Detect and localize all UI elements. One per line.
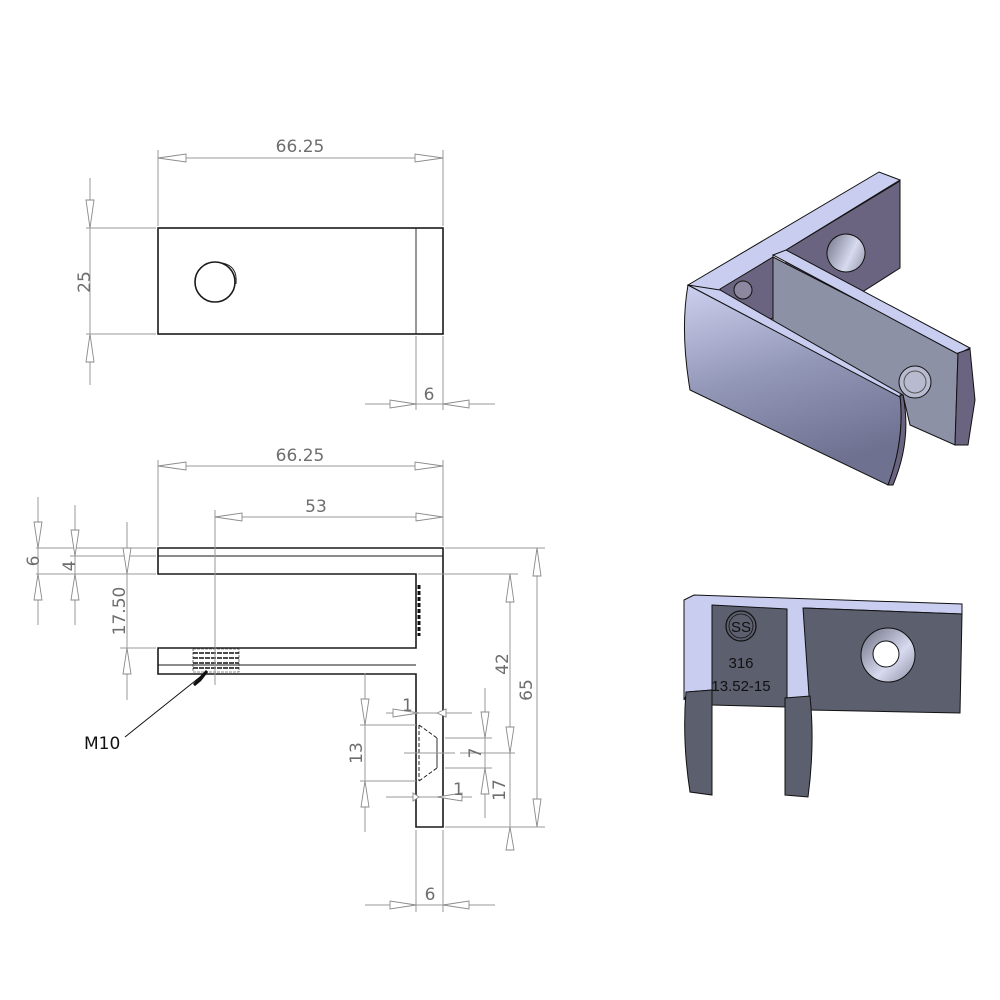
thread-callout: M10 (84, 669, 209, 754)
dim-label: 7 (466, 748, 486, 759)
dim-left-stack: 6 4 17.50 (24, 497, 156, 700)
dim-label: 4 (60, 561, 80, 572)
bottom-render: SS 316 13.52-15 (683, 594, 963, 798)
dim-plate-thickness: 6 (365, 830, 495, 912)
thread-hatch (192, 648, 240, 673)
top-view-outline (157, 227, 444, 335)
dim-label: 17.50 (110, 587, 130, 636)
dim-label: 65 (517, 679, 537, 701)
dim-label: 66.25 (276, 446, 325, 466)
side-view-profile (157, 547, 444, 828)
dim-side-width: 66.25 (157, 446, 444, 546)
dim-label: 1 (453, 780, 464, 800)
iso-countersink-hole (826, 233, 866, 273)
isometric-render (683, 171, 976, 486)
dim-label: 17 (490, 779, 510, 801)
countersink-hole (404, 724, 455, 782)
dim-top-width: 66.25 (157, 137, 444, 226)
hole-thread-mark (221, 262, 237, 285)
material-engraving: 316 (728, 655, 753, 672)
dim-chamfer: 1 1 (386, 696, 472, 802)
ss-logo: SS (731, 619, 751, 636)
dim-label: 6 (24, 556, 44, 567)
dim-label: 42 (493, 653, 513, 675)
dim-top-lip: 6 (365, 336, 495, 410)
engraving: SS 316 13.52-15 (711, 610, 771, 695)
dim-label: 1 (402, 696, 413, 716)
side-view: M10 66.25 53 6 (24, 446, 545, 912)
dim-label: 6 (424, 385, 435, 405)
code-engraving: 13.52-15 (711, 678, 770, 695)
dim-label: 66.25 (276, 137, 325, 157)
dim-countersink-outer: 13 (347, 673, 416, 832)
dim-label: 53 (305, 497, 327, 517)
dim-hole-offset: 53 (214, 497, 444, 685)
thread-callout-label: M10 (84, 734, 120, 754)
dim-top-height: 25 (75, 178, 156, 385)
top-view-hole (194, 261, 236, 303)
dim-label: 25 (75, 271, 95, 293)
dim-label: 13 (347, 742, 367, 764)
dim-label: 6 (425, 885, 436, 905)
top-view: 66.25 25 6 (75, 137, 495, 410)
dim-right-stack: 65 42 7 17 (418, 547, 545, 851)
